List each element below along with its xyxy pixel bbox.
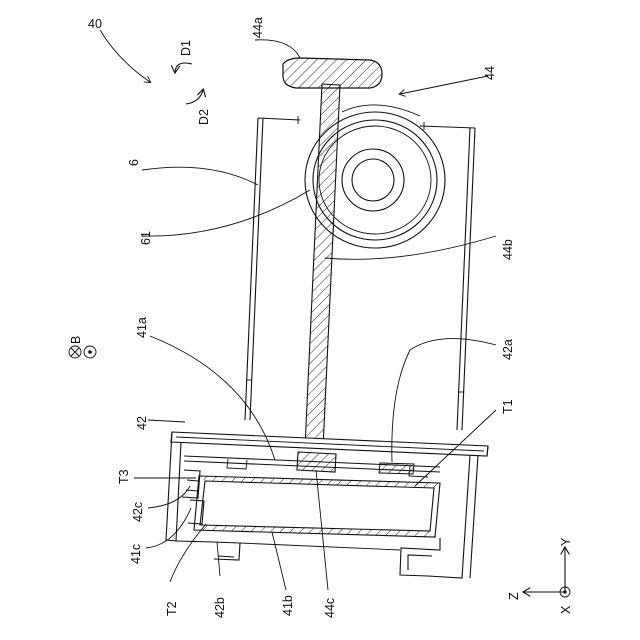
- connector-44c: [297, 452, 336, 472]
- label-44b: 44b: [501, 239, 515, 260]
- label-t2: T2: [165, 601, 179, 616]
- axis-label-y: Y: [559, 537, 573, 546]
- label-41a: 41a: [135, 317, 149, 338]
- label-40: 40: [88, 17, 102, 31]
- knob-head-44a: [283, 58, 382, 88]
- b-direction-symbol: [69, 346, 96, 358]
- label-t3: T3: [117, 469, 131, 484]
- rotation-arrows: [175, 63, 203, 104]
- label-42b: 42b: [213, 597, 227, 618]
- label-41c: 41c: [129, 544, 143, 564]
- label-t1: T1: [501, 399, 515, 414]
- label-b: B: [69, 336, 83, 344]
- label-42c: 42c: [131, 502, 145, 522]
- tab-42a: [379, 463, 414, 474]
- label-d2: D2: [197, 109, 211, 125]
- label-42: 42: [135, 416, 149, 430]
- label-44c: 44c: [323, 598, 337, 618]
- label-61: 61: [139, 231, 153, 245]
- label-42a: 42a: [501, 339, 515, 360]
- label-41b: 41b: [281, 595, 295, 616]
- label-6: 6: [127, 159, 141, 166]
- cell-41b: [194, 476, 440, 537]
- label-d1: D1: [179, 40, 193, 56]
- label-44: 44: [483, 66, 497, 80]
- axis-label-z: Z: [507, 592, 521, 600]
- shaft-44b: [305, 84, 340, 448]
- label-44a: 44a: [251, 17, 265, 38]
- axis-label-x: X: [559, 605, 573, 614]
- leader-lines: [100, 30, 496, 590]
- coordinate-axes: [524, 548, 570, 597]
